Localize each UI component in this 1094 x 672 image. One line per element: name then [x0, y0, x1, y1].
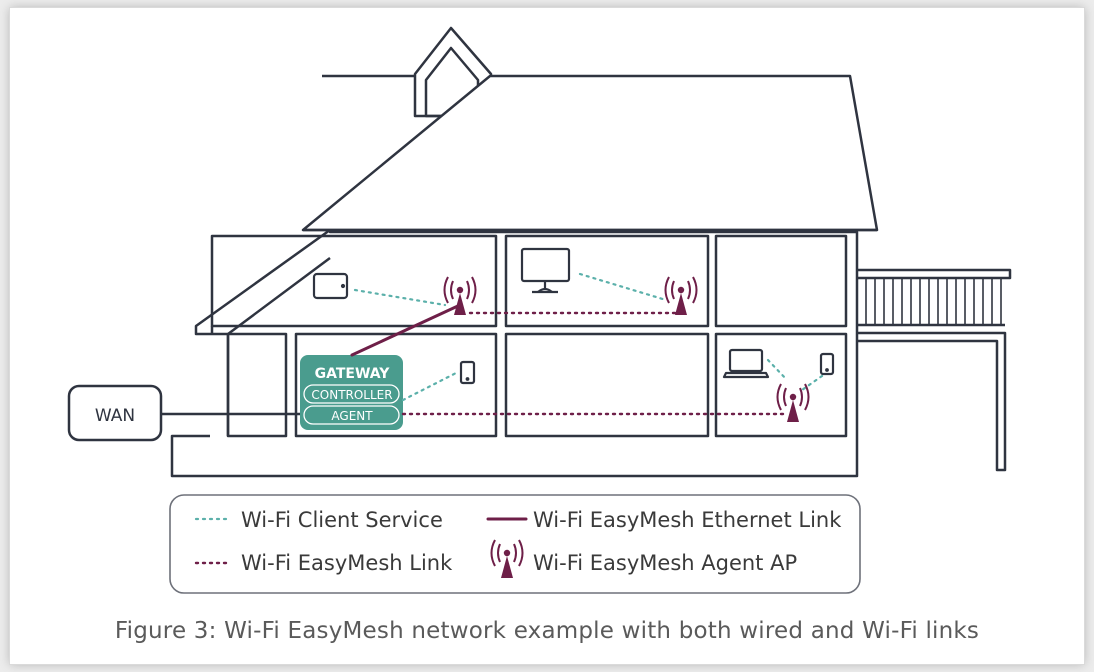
legend-agent-ap: Wi-Fi EasyMesh Agent AP — [533, 551, 797, 575]
gateway: GATEWAY CONTROLLER AGENT — [300, 355, 403, 430]
house-outline — [170, 230, 859, 478]
deck — [857, 268, 1012, 472]
gateway-agent: AGENT — [331, 409, 373, 423]
laptop-icon — [722, 348, 770, 379]
client-link-monitor — [578, 272, 668, 302]
phone-icon — [459, 360, 476, 385]
agent-ap-icon-upper-middle — [664, 276, 698, 316]
monitor-icon — [520, 247, 571, 294]
client-link-laptop — [766, 358, 789, 382]
legend: Wi-Fi Client Service Wi-Fi EasyMesh Link… — [169, 494, 861, 594]
lower-roof — [194, 228, 331, 336]
room-upper-middle — [504, 234, 710, 328]
client-link-tablet — [353, 288, 447, 307]
tablet-icon — [312, 272, 349, 300]
wan-label: WAN — [95, 406, 135, 426]
gateway-title: GATEWAY — [315, 366, 391, 382]
legend-ethernet-link: Wi-Fi EasyMesh Ethernet Link — [533, 508, 842, 532]
gateway-controller: CONTROLLER — [311, 388, 392, 402]
client-link-phone-right — [800, 374, 824, 392]
legend-client-service: Wi-Fi Client Service — [241, 508, 443, 532]
main-roof — [301, 74, 879, 232]
phone-icon-right — [819, 352, 835, 376]
figure-caption: Figure 3: Wi-Fi EasyMesh network example… — [114, 618, 980, 644]
room-upper-right — [714, 234, 848, 328]
legend-easymesh-link: Wi-Fi EasyMesh Link — [241, 551, 453, 575]
client-link-phone-lower — [401, 370, 460, 402]
room-lower-right — [714, 332, 848, 438]
ethernet-link — [350, 303, 462, 357]
room-upper-left — [210, 234, 498, 328]
room-lower-middle — [504, 332, 710, 438]
room-lower-closet — [226, 332, 288, 438]
